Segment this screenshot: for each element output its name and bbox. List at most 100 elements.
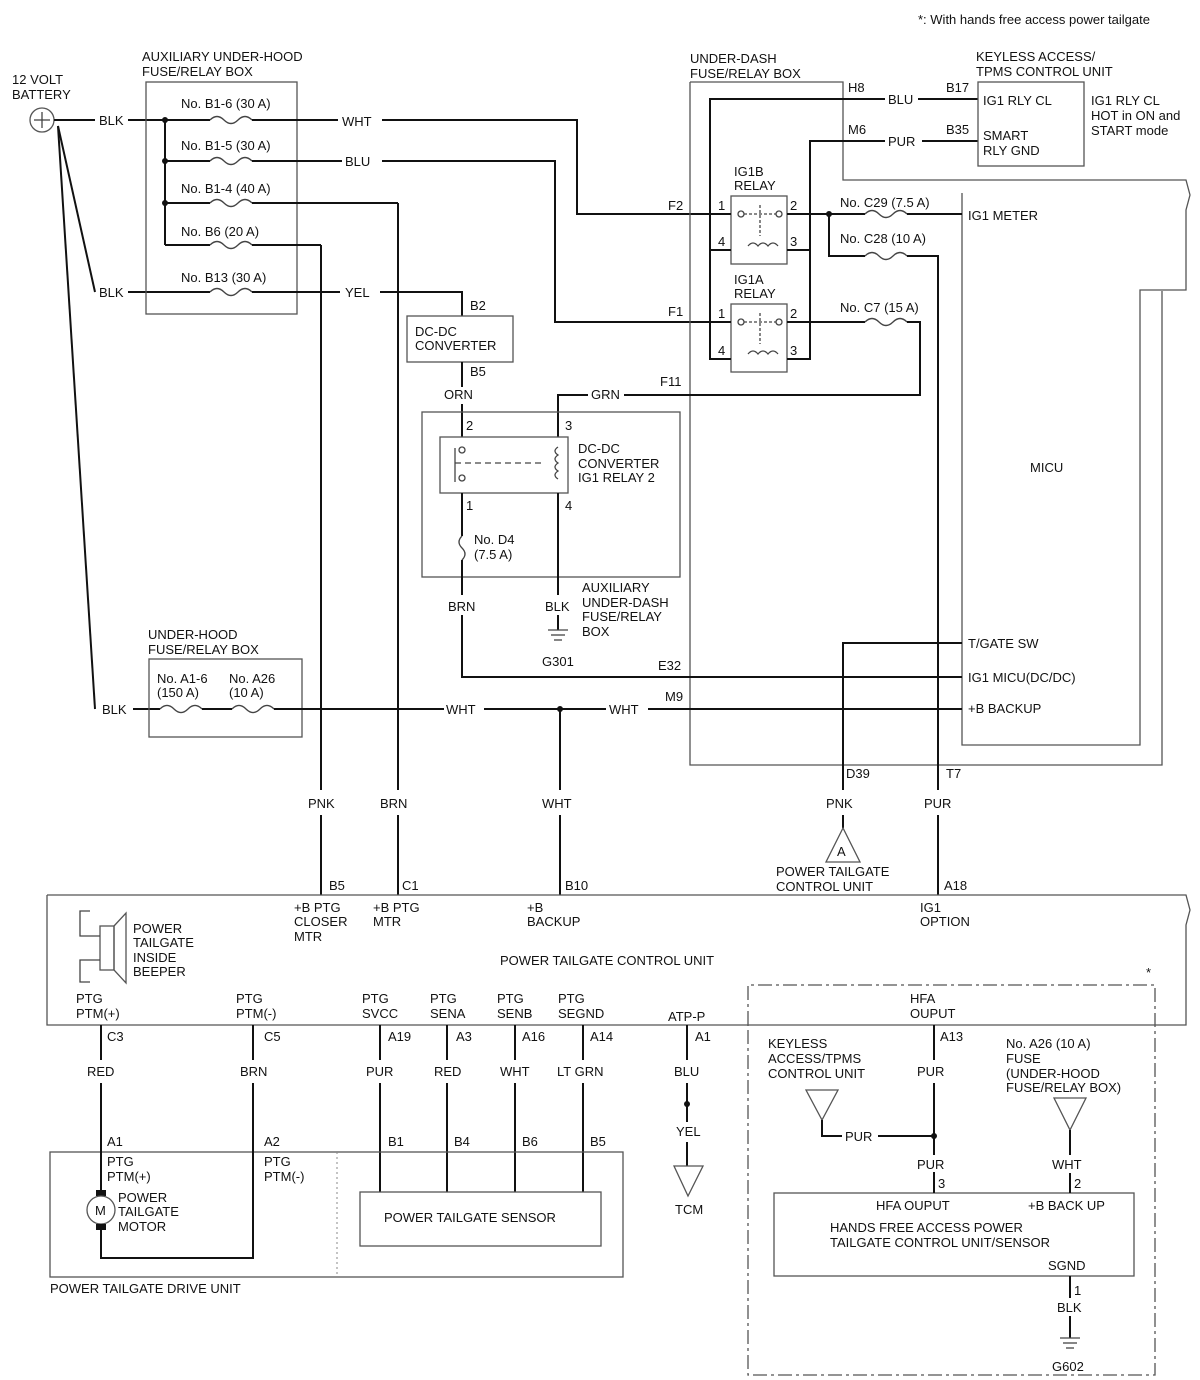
fuse-b1-4-label: No. B1-4 (40 A): [181, 181, 271, 196]
svg-text:BLK: BLK: [99, 113, 124, 128]
svg-text:2: 2: [466, 418, 473, 433]
svg-text:T7: T7: [946, 766, 961, 781]
svg-text:F1: F1: [668, 304, 683, 319]
svg-text:POWER TAILGATE DRIVE UNIT: POWER TAILGATE DRIVE UNIT: [50, 1281, 241, 1296]
svg-text:B2: B2: [470, 298, 486, 313]
svg-text:TAILGATE CONTROL UNIT/SENSOR: TAILGATE CONTROL UNIT/SENSOR: [830, 1235, 1050, 1250]
svg-text:PTG: PTG: [362, 991, 389, 1006]
ground-g602-label: G602: [1052, 1359, 1084, 1374]
svg-text:A1: A1: [695, 1029, 711, 1044]
svg-text:+B PTG: +B PTG: [373, 900, 420, 915]
fuse-b13-icon: [209, 287, 253, 297]
svg-text:+B: +B: [527, 900, 543, 915]
svg-text:IG1: IG1: [920, 900, 941, 915]
fuse-b1-4-icon: [209, 198, 253, 208]
svg-text:UNDER-DASH: UNDER-DASH: [690, 51, 777, 66]
svg-text:4: 4: [718, 343, 725, 358]
svg-text:PTG: PTG: [107, 1154, 134, 1169]
svg-text:PUR: PUR: [366, 1064, 393, 1079]
svg-text:WHT: WHT: [1052, 1157, 1082, 1172]
power-tailgate-sensor: POWER TAILGATE SENSOR: [384, 1210, 556, 1225]
svg-text:C3: C3: [107, 1029, 124, 1044]
ground-g602-icon: [1060, 1337, 1080, 1349]
svg-text:IG1A: IG1A: [734, 272, 764, 287]
underdash-fuse-box: UNDER-DASH FUSE/RELAY BOX: [689, 51, 1191, 766]
fuse-c28-icon: [864, 251, 908, 261]
micu: MICU IG1 METER T/GATE SW IG1 MICU(DC/DC)…: [968, 208, 1076, 716]
svg-text:SGND: SGND: [1048, 1258, 1086, 1273]
svg-text:T/GATE SW: T/GATE SW: [968, 636, 1039, 651]
svg-text:IG1 RLY CL: IG1 RLY CL: [1091, 93, 1160, 108]
svg-text:M6: M6: [848, 122, 866, 137]
svg-text:2: 2: [1074, 1176, 1081, 1191]
svg-text:RELAY: RELAY: [734, 286, 776, 301]
svg-text:SENB: SENB: [497, 1006, 532, 1021]
svg-text:PUR: PUR: [924, 796, 951, 811]
svg-text:A16: A16: [522, 1029, 545, 1044]
svg-text:FUSE/RELAY BOX: FUSE/RELAY BOX: [690, 66, 801, 81]
fuse-ref-icon: [1052, 1097, 1088, 1132]
svg-text:M9: M9: [665, 689, 683, 704]
svg-text:IG1 RLY CL: IG1 RLY CL: [983, 93, 1052, 108]
svg-text:No. D4: No. D4: [474, 532, 514, 547]
svg-text:BLU: BLU: [674, 1064, 699, 1079]
svg-text:BLK: BLK: [545, 599, 570, 614]
svg-text:OPTION: OPTION: [920, 914, 970, 929]
svg-text:PTG: PTG: [76, 991, 103, 1006]
svg-text:(7.5 A): (7.5 A): [474, 547, 512, 562]
dc-dc-converter-ig1-relay-2: 2 3 1 4 DC-DC CONVERTER IG1 RELAY 2 No. …: [421, 411, 681, 578]
fuse-d4-icon: [458, 535, 466, 561]
keyless-access-control-unit: KEYLESS ACCESS/ TPMS CONTROL UNIT IG1 RL…: [976, 49, 1180, 167]
svg-text:H8: H8: [848, 80, 865, 95]
svg-text:A: A: [837, 844, 846, 859]
svg-text:CONTROL UNIT: CONTROL UNIT: [768, 1066, 865, 1081]
svg-text:YEL: YEL: [676, 1124, 701, 1139]
svg-text:B35: B35: [946, 122, 969, 137]
svg-text:D39: D39: [846, 766, 870, 781]
hands-free-access-section: * KEYLESS ACCESS/TPMS CONTROL UNIT No. A…: [747, 965, 1156, 1376]
fuse-c7-icon: [864, 317, 908, 327]
svg-text:12 VOLT: 12 VOLT: [12, 72, 63, 87]
svg-text:3: 3: [938, 1176, 945, 1191]
svg-text:3: 3: [565, 418, 572, 433]
svg-text:4: 4: [565, 498, 572, 513]
svg-text:KEYLESS ACCESS/: KEYLESS ACCESS/: [976, 49, 1096, 64]
svg-text:B6: B6: [522, 1134, 538, 1149]
svg-text:PTM(-): PTM(-): [236, 1006, 276, 1021]
svg-text:No. A26: No. A26: [229, 671, 275, 686]
svg-text:WHT: WHT: [500, 1064, 530, 1079]
svg-text:A18: A18: [944, 878, 967, 893]
svg-text:+B PTG: +B PTG: [294, 900, 341, 915]
svg-text:(150 A): (150 A): [157, 685, 199, 700]
svg-text:No. A1-6: No. A1-6: [157, 671, 208, 686]
svg-text:BLK: BLK: [102, 702, 127, 717]
svg-text:RLY GND: RLY GND: [983, 143, 1040, 158]
motor-icon: M: [86, 1190, 116, 1230]
fuse-c29-label: No. C29 (7.5 A): [840, 195, 930, 210]
svg-text:+B BACK UP: +B BACK UP: [1028, 1198, 1105, 1213]
svg-text:A19: A19: [388, 1029, 411, 1044]
svg-text:BATTERY: BATTERY: [12, 87, 71, 102]
fuse-a26-icon: [231, 704, 275, 714]
svg-text:FUSE/RELAY BOX: FUSE/RELAY BOX: [148, 642, 259, 657]
tcm-label: TCM: [675, 1202, 703, 1217]
svg-text:M: M: [95, 1203, 106, 1218]
svg-text:*: *: [1146, 965, 1151, 980]
svg-text:PTG: PTG: [430, 991, 457, 1006]
tcm-ref-icon: [672, 1165, 705, 1198]
svg-text:PTG: PTG: [558, 991, 585, 1006]
svg-text:B4: B4: [454, 1134, 470, 1149]
power-tailgate-drive-unit: A1 A2 B1 B4 B6 B5 PTG PTM(+) PTG PTM(-) …: [49, 1134, 624, 1296]
svg-text:SEGND: SEGND: [558, 1006, 604, 1021]
svg-text:PNK: PNK: [308, 796, 335, 811]
svg-text:B10: B10: [565, 878, 588, 893]
fuse-b1-5-label: No. B1-5 (30 A): [181, 138, 271, 153]
svg-text:1: 1: [466, 498, 473, 513]
svg-text:AUXILIARY UNDER-HOOD: AUXILIARY UNDER-HOOD: [142, 49, 303, 64]
svg-text:BEEPER: BEEPER: [133, 964, 186, 979]
svg-text:PTG: PTG: [497, 991, 524, 1006]
svg-text:HFA: HFA: [910, 991, 936, 1006]
svg-text:MTR: MTR: [373, 914, 401, 929]
svg-text:SVCC: SVCC: [362, 1006, 398, 1021]
svg-text:ACCESS/TPMS: ACCESS/TPMS: [768, 1051, 862, 1066]
